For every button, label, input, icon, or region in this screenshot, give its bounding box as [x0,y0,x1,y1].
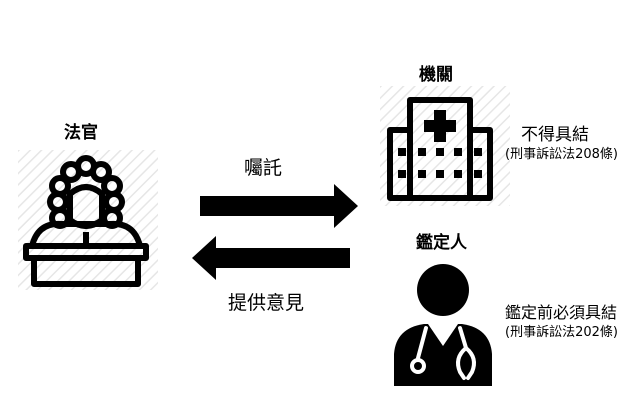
arrow-right-icon [200,184,358,228]
commission-label: 囑託 [244,157,283,179]
judge-label: 法官 [64,123,98,143]
agency-note-line2: (刑事訴訟法208條) [505,147,618,162]
agency-note-line1: 不得具結 [521,125,589,145]
doctor-icon [394,264,492,386]
submit-opinion-label: 提供意見 [228,292,305,314]
judge-icon [18,150,158,290]
hospital-icon [380,86,510,206]
arrow-left-icon [192,236,350,280]
expert-note-line2: (刑事訴訟法202條) [505,325,618,340]
agency-label: 機關 [419,65,453,85]
expert-label: 鑑定人 [416,233,467,253]
expert-note-line1: 鑑定前必須具結 [505,303,618,322]
